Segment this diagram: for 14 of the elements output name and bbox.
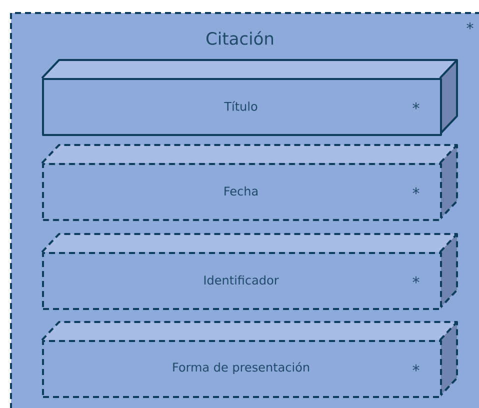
prism-box [41,321,458,398]
asterisk: * [412,364,420,372]
box-label: Título [224,101,258,111]
asterisk: * [412,187,420,194]
prism-box [41,233,458,310]
asterisk: * [412,102,420,110]
asterisk: * [412,276,420,284]
prism-box [41,144,458,221]
heading: Citación [206,31,274,45]
asterisk: * [466,22,474,30]
box-label: Fecha [224,186,258,196]
box-label: Forma de presentación [173,362,310,374]
prism-box [41,59,458,136]
box-label: Identificador [204,275,279,285]
